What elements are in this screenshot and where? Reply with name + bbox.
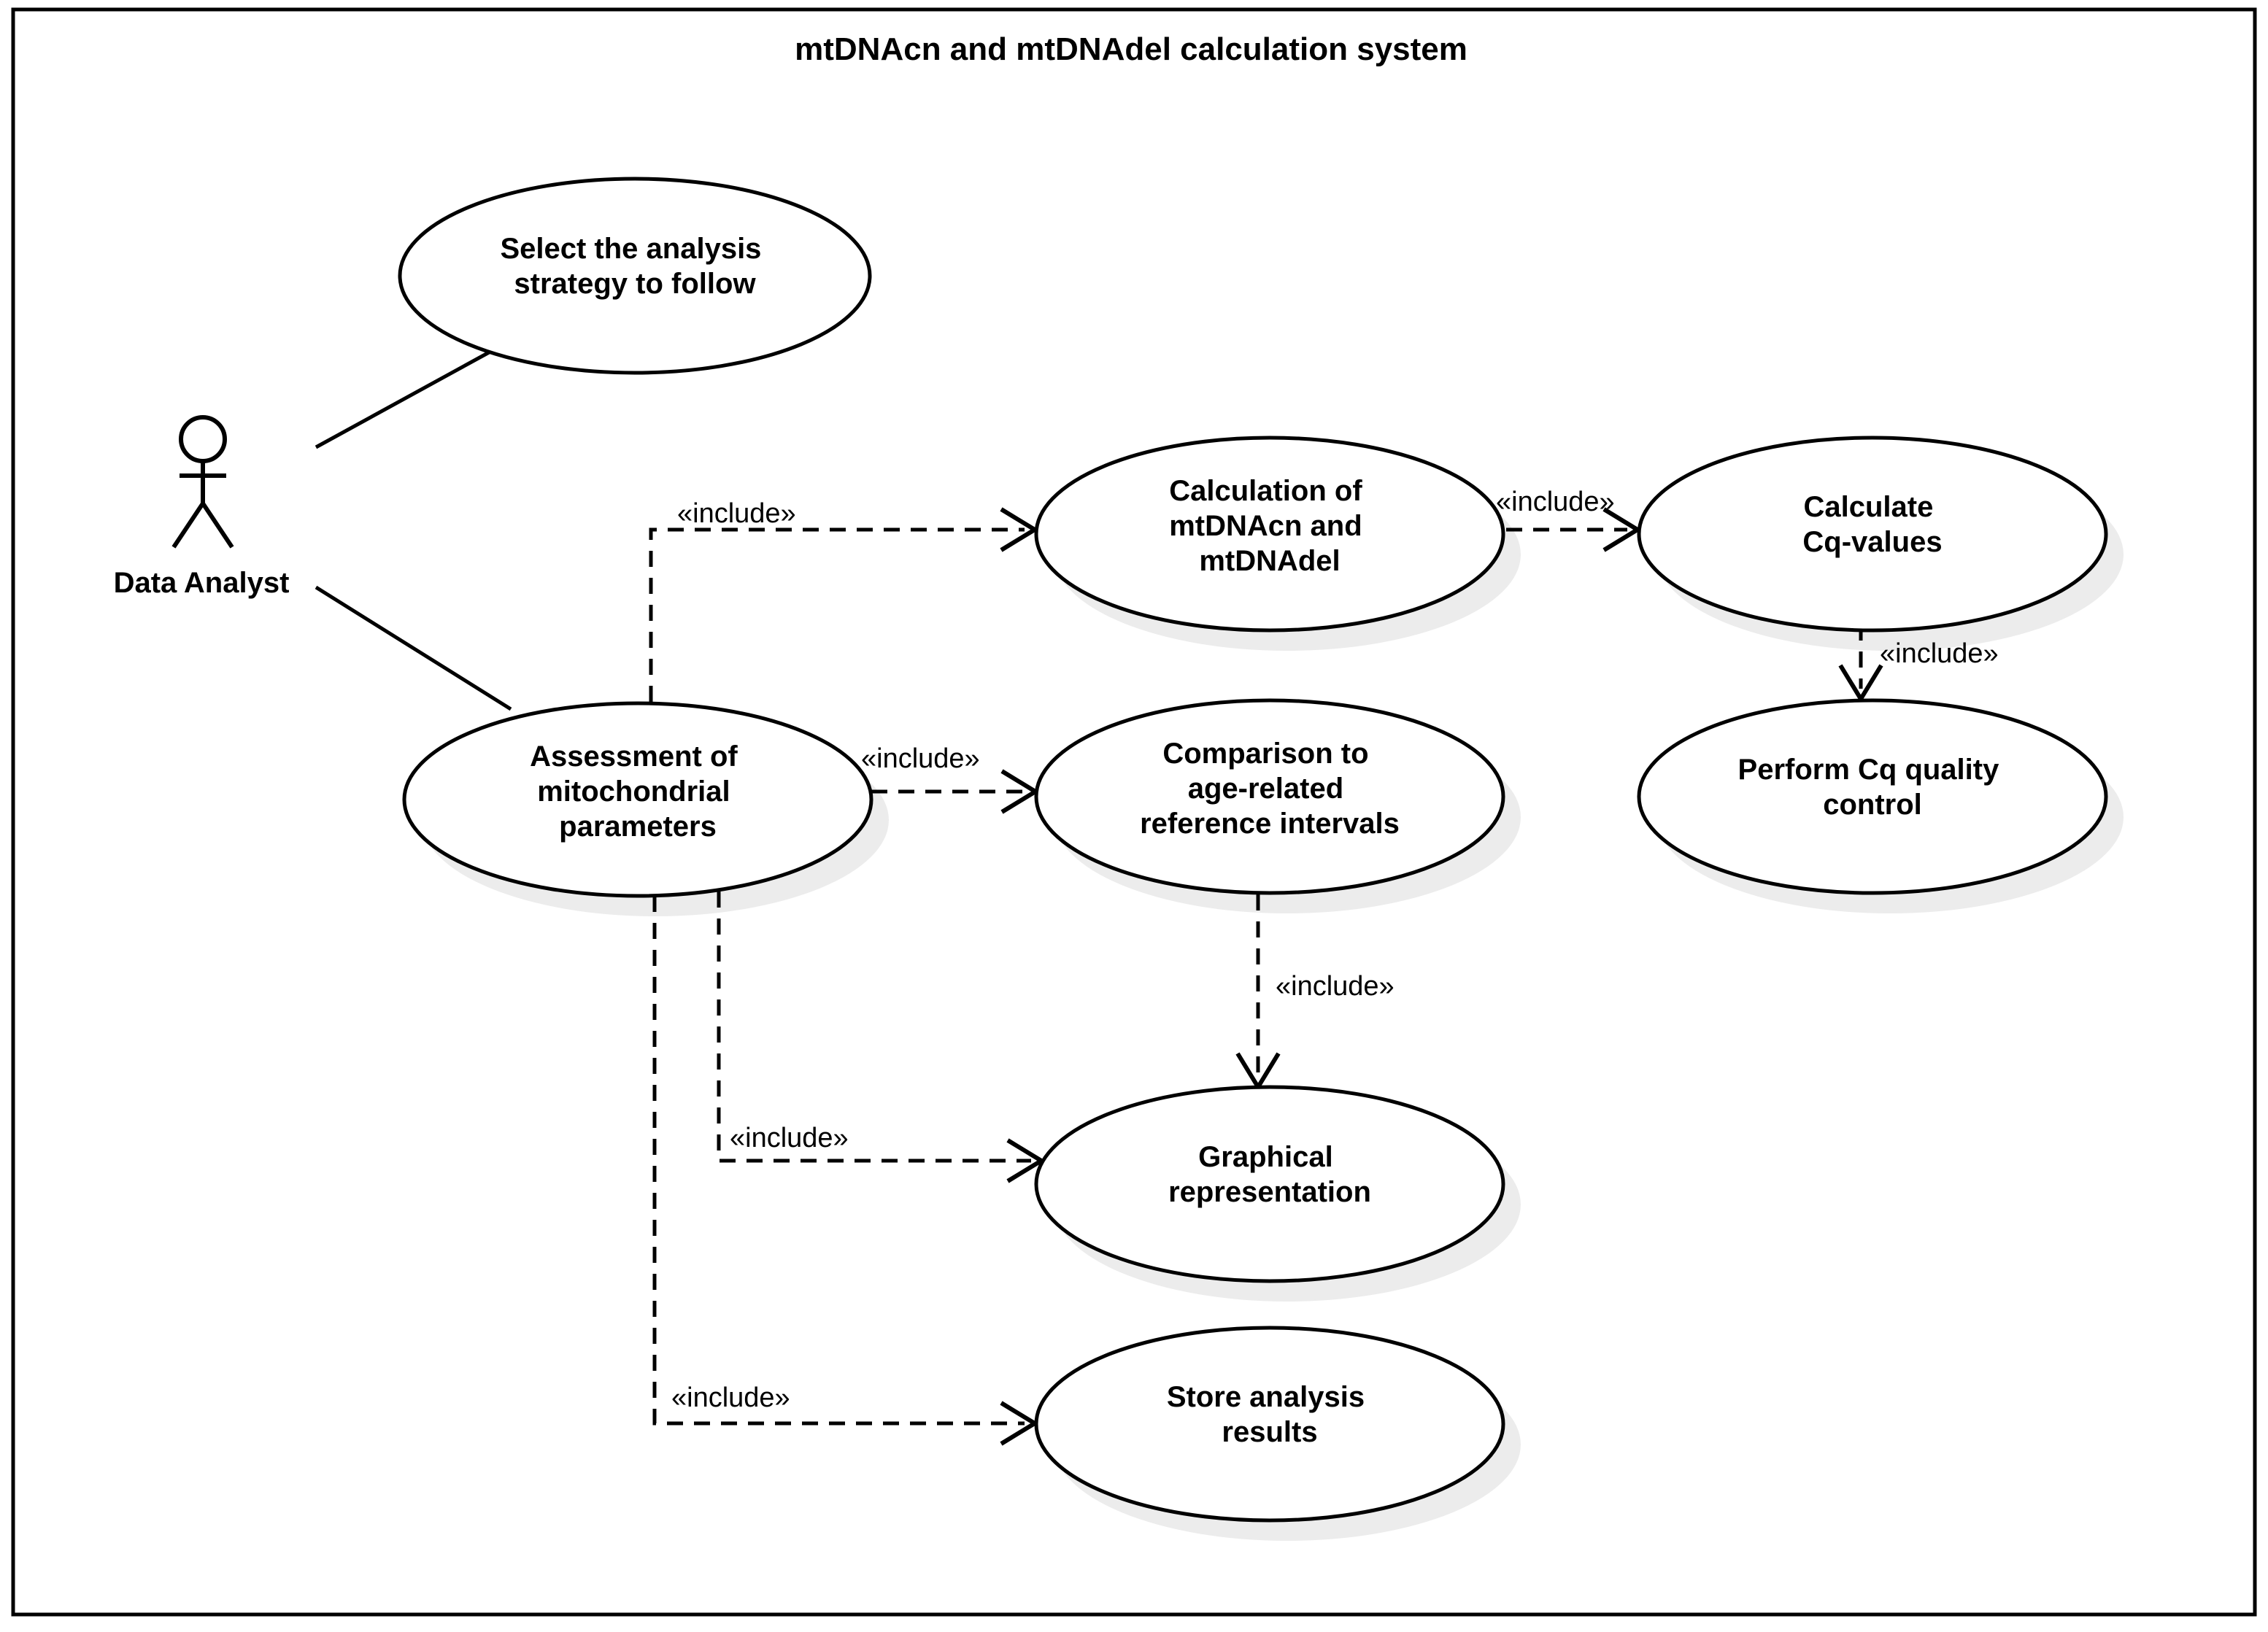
actor-left-leg [171, 502, 205, 549]
actor-data-analyst[interactable]: Data Analyst [114, 415, 290, 599]
actor-head [179, 415, 227, 463]
calculation-ellipse [1034, 436, 1505, 633]
assessment-label: Assessment of mitochondrial parameters [530, 740, 746, 843]
graphical-ellipse [1034, 1085, 1505, 1283]
include-label-assessment-graphical: «include» [730, 1123, 849, 1153]
include-label-assessment-store: «include» [671, 1382, 790, 1413]
select-strategy-label: Select the analysis strategy to follow [500, 233, 769, 300]
comparison-ellipse [1034, 698, 1505, 895]
include-label-assessment-calculation: «include» [677, 498, 796, 529]
include-label-calc-cq-perform: «include» [1880, 638, 1999, 669]
use-case-comparison[interactable]: Comparison to age-related reference inte… [1034, 698, 1505, 895]
include-label-comparison-graphical: «include» [1276, 971, 1395, 1002]
association-analyst-select-strategy [315, 349, 492, 449]
calculation-label: Calculation of mtDNAcn and mtDNAdel [1169, 475, 1370, 577]
use-case-perform-cq-qc[interactable]: Perform Cq quality control [1637, 698, 2108, 895]
actor-label: Data Analyst [114, 567, 290, 599]
graphical-label: Graphical representation [1168, 1141, 1371, 1208]
store-label: Store analysis results [1167, 1381, 1373, 1448]
perform-cq-ellipse [1637, 698, 2108, 895]
store-ellipse [1034, 1326, 1505, 1523]
include-label-calculation-calc-cq: «include» [1496, 487, 1615, 517]
actor-right-leg [201, 502, 234, 549]
use-case-calculation-mtdna[interactable]: Calculation of mtDNAcn and mtDNAdel [1034, 436, 1505, 633]
include-assessment-to-calculation [649, 527, 1025, 702]
comparison-label: Comparison to age-related reference inte… [1140, 738, 1400, 840]
use-case-assessment[interactable]: Assessment of mitochondrial parameters [402, 701, 873, 898]
include-label-assessment-comparison: «include» [861, 743, 980, 774]
perform-cq-label: Perform Cq quality control [1738, 754, 2007, 821]
calc-cq-ellipse [1637, 436, 2108, 633]
assessment-ellipse [402, 701, 873, 898]
use-case-store-results[interactable]: Store analysis results [1034, 1326, 1505, 1523]
select-strategy-ellipse [398, 177, 872, 375]
diagram-border [11, 7, 2257, 1617]
use-case-graphical[interactable]: Graphical representation [1034, 1085, 1505, 1283]
calc-cq-label: Calculate Cq-values [1802, 491, 1942, 558]
include-assessment-to-graphical [717, 892, 1031, 1163]
use-case-calculate-cq[interactable]: Calculate Cq-values [1637, 436, 2108, 633]
system-title: mtDNAcn and mtDNAdel calculation system [795, 31, 1467, 67]
use-case-select-strategy[interactable]: Select the analysis strategy to follow [398, 177, 872, 375]
include-assessment-to-store [652, 896, 1025, 1426]
association-analyst-assessment [315, 585, 512, 711]
